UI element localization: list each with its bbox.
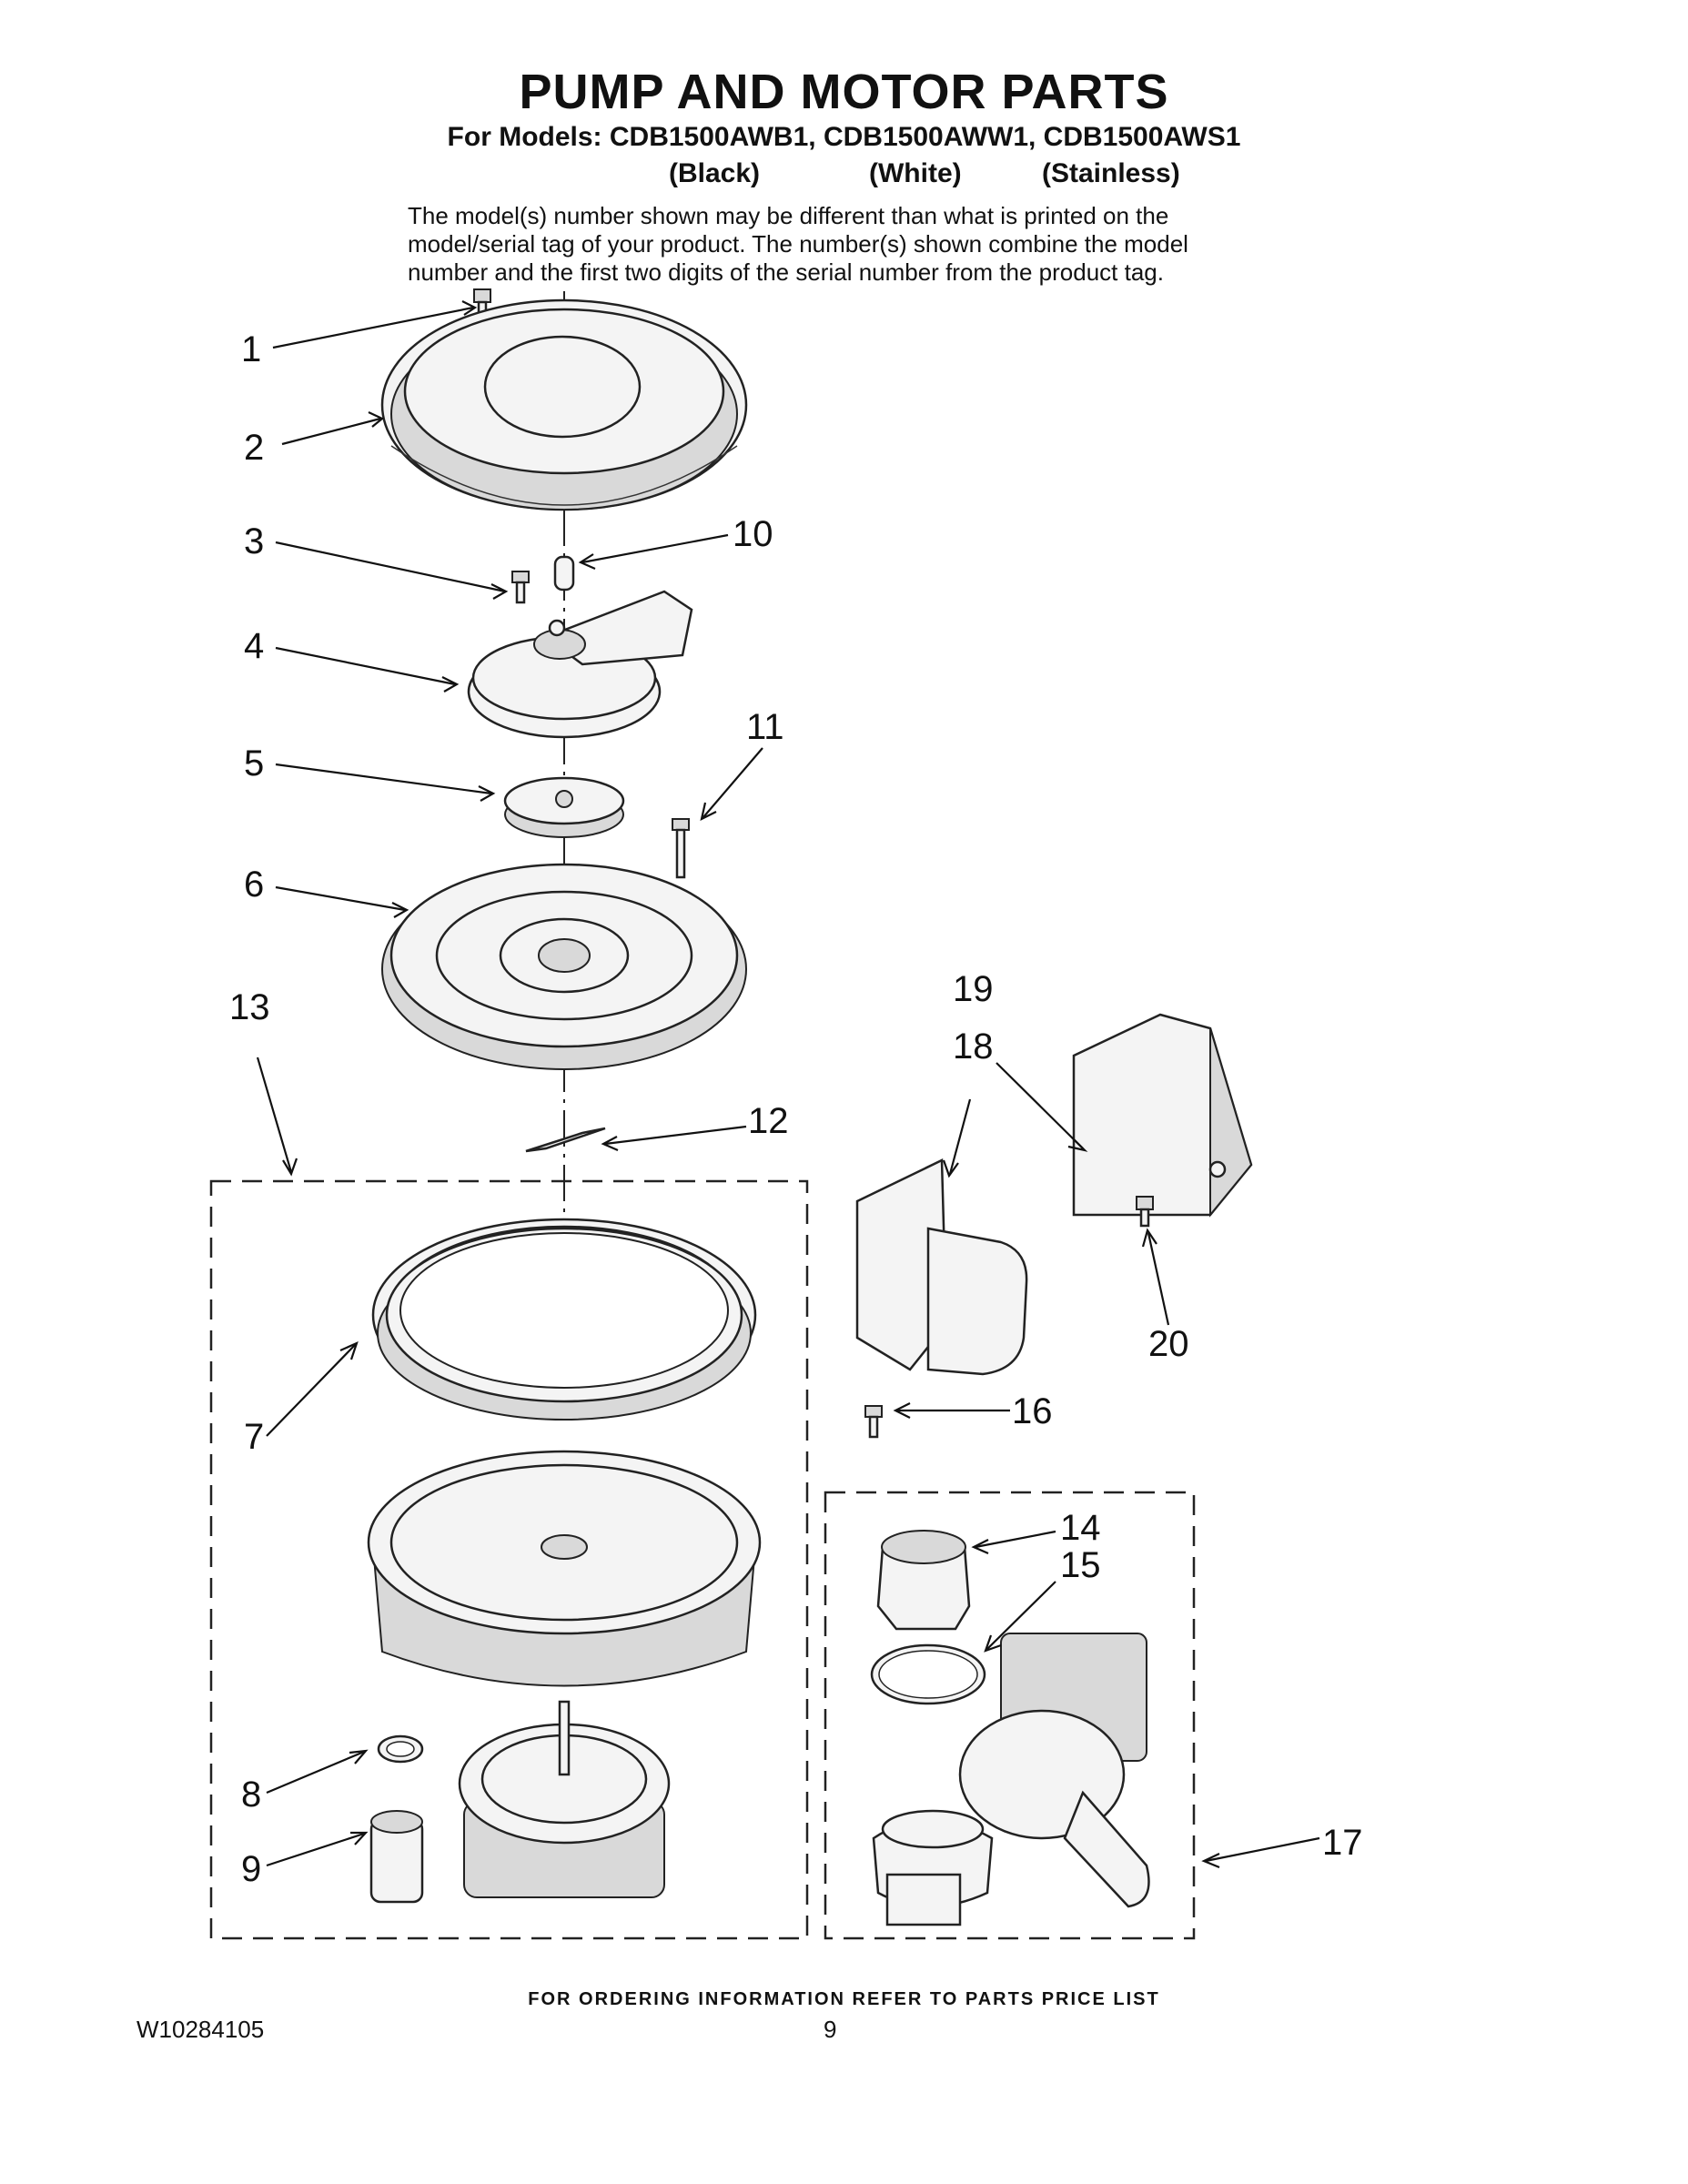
sump [367, 1450, 762, 1687]
assembly-17-boundary [824, 1491, 1196, 1940]
page-title: PUMP AND MOTOR PARTS [519, 65, 1169, 119]
variant-white: (White) [869, 158, 962, 188]
part-14-cap [876, 1530, 971, 1631]
part-4-pump-housing [467, 590, 693, 739]
part-18-bracket [855, 1158, 1028, 1376]
part-9-adapter [369, 1810, 424, 1904]
leader-lines [256, 300, 1320, 1869]
part-17-drain-pump [872, 1633, 1150, 1926]
part-10-pin [553, 555, 575, 592]
part-8-o-ring [377, 1734, 424, 1764]
part-11-screw [672, 818, 690, 879]
part-7-ring [371, 1218, 757, 1421]
models-line: For Models: CDB1500AWB1, CDB1500AWW1, CD… [447, 122, 1241, 152]
part-19-cover [1072, 1013, 1253, 1218]
callout-7: 7 [244, 1417, 264, 1457]
assembly-13-boundary [209, 1179, 809, 1940]
callout-3: 3 [244, 521, 264, 561]
callout-16: 16 [1012, 1391, 1053, 1431]
callout-20: 20 [1148, 1324, 1189, 1364]
model-note: The model(s) number shown may be differe… [408, 202, 1318, 287]
callout-5: 5 [244, 743, 264, 784]
variant-black: (Black) [669, 158, 761, 188]
callout-17: 17 [1322, 1823, 1363, 1863]
part-16-screw [864, 1405, 883, 1439]
model-note-line: number and the first two digits of the s… [408, 258, 1164, 286]
callout-19: 19 [953, 969, 994, 1009]
part-20-screw [1136, 1196, 1154, 1228]
part-12-blade [525, 1127, 606, 1153]
part-15-o-ring [870, 1643, 986, 1705]
model-note-line: model/serial tag of your product. The nu… [408, 230, 1188, 258]
callout-10: 10 [733, 514, 773, 554]
part-2-filter-cover [380, 298, 748, 511]
motor [458, 1700, 671, 1898]
ordering-note: FOR ORDERING INFORMATION REFER TO PARTS … [528, 1989, 1160, 2009]
callout-2: 2 [244, 428, 264, 468]
callout-6: 6 [244, 864, 264, 905]
callout-11: 11 [746, 707, 784, 747]
callout-9: 9 [241, 1849, 261, 1889]
callout-15: 15 [1060, 1545, 1101, 1585]
part-6-housing [381, 863, 747, 1070]
callout-8: 8 [241, 1774, 261, 1815]
callout-18: 18 [953, 1026, 994, 1067]
callout-13: 13 [229, 987, 270, 1027]
callout-12: 12 [748, 1101, 789, 1141]
callout-4: 4 [244, 626, 264, 666]
page-number: 9 [824, 2016, 837, 2043]
callout-14: 14 [1060, 1508, 1101, 1548]
variant-stainless: (Stainless) [1042, 158, 1180, 188]
callout-1: 1 [241, 329, 261, 369]
document-number: W10284105 [136, 2016, 265, 2043]
model-note-line: The model(s) number shown may be differe… [408, 202, 1169, 229]
part-3-screw [511, 571, 530, 604]
part-5-impeller [503, 776, 625, 838]
